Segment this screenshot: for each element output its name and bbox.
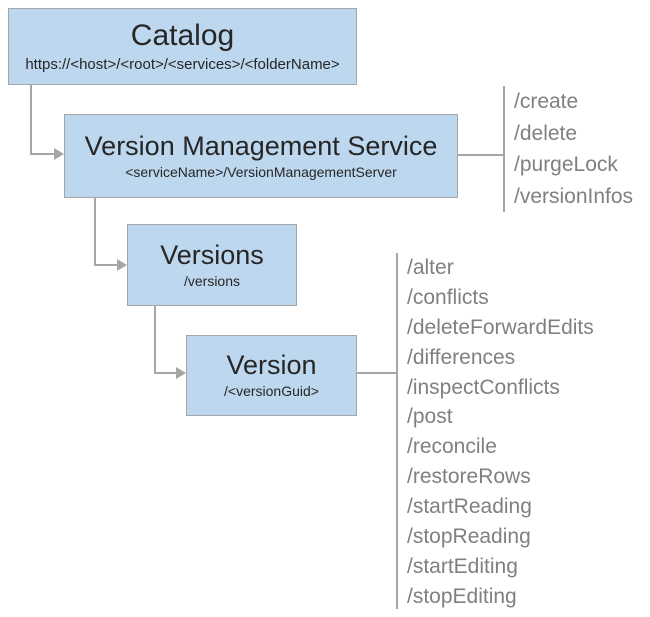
node-vms-title: Version Management Service: [84, 130, 438, 161]
operation-label: /differences: [407, 345, 516, 369]
operation-label: /conflicts: [407, 285, 489, 309]
node-catalog: Catalog https://<host>/<root>/<services>…: [8, 8, 357, 85]
node-version: Version /<versionGuid>: [186, 335, 357, 416]
connector-catalog-to-vms-horizontal: [30, 153, 55, 155]
arrowhead-icon: [176, 367, 186, 379]
node-catalog-url: https://<host>/<root>/<services>/<folder…: [25, 55, 340, 73]
operation-label: /purgeLock: [514, 153, 618, 176]
arrowhead-icon: [117, 259, 127, 271]
operation-label: /stopEditing: [407, 584, 517, 608]
connector-vms-to-versions-horizontal: [94, 264, 118, 266]
arrowhead-icon: [54, 148, 64, 160]
connector-catalog-to-vms-vertical: [30, 85, 32, 154]
node-versions: Versions /versions: [127, 224, 297, 306]
operation-label: /startEditing: [407, 554, 518, 578]
operation-label: /post: [407, 405, 453, 429]
operations-list-vms-stem: [503, 86, 505, 212]
node-catalog-title: Catalog: [130, 19, 235, 52]
operations-list-version-stem: [396, 253, 398, 609]
node-versions-url: /versions: [183, 272, 241, 289]
operation-label: /deleteForwardEdits: [407, 315, 594, 339]
connector-vms-to-versions-vertical: [94, 198, 96, 266]
node-version-management-service: Version Management Service <serviceName>…: [64, 114, 458, 198]
connector-version-to-operations: [357, 372, 397, 374]
operation-label: /alter: [407, 256, 454, 279]
node-versions-title: Versions: [160, 239, 264, 270]
operation-label: /create: [514, 90, 579, 113]
operation-label: /inspectConflicts: [407, 375, 560, 399]
operation-label: /stopReading: [407, 525, 531, 549]
node-vms-url: <serviceName>/VersionManagementServer: [125, 163, 397, 180]
operation-label: /delete: [514, 121, 578, 145]
operations-list-vms: /create/delete/purgeLock/versionInfos: [514, 86, 633, 212]
connector-versions-to-version-horizontal: [154, 372, 177, 374]
operation-label: /reconcile: [407, 435, 497, 459]
operation-label: /restoreRows: [407, 465, 531, 489]
operations-list-version: /alter/conflicts/deleteForwardEdits/diff…: [407, 253, 594, 612]
operation-label: /versionInfos: [514, 184, 634, 208]
node-version-title: Version: [226, 350, 317, 381]
connector-vms-to-operations: [458, 154, 504, 156]
operation-label: /startReading: [407, 495, 532, 519]
connector-versions-to-version-vertical: [154, 306, 156, 374]
node-version-url: /<versionGuid>: [224, 383, 319, 400]
